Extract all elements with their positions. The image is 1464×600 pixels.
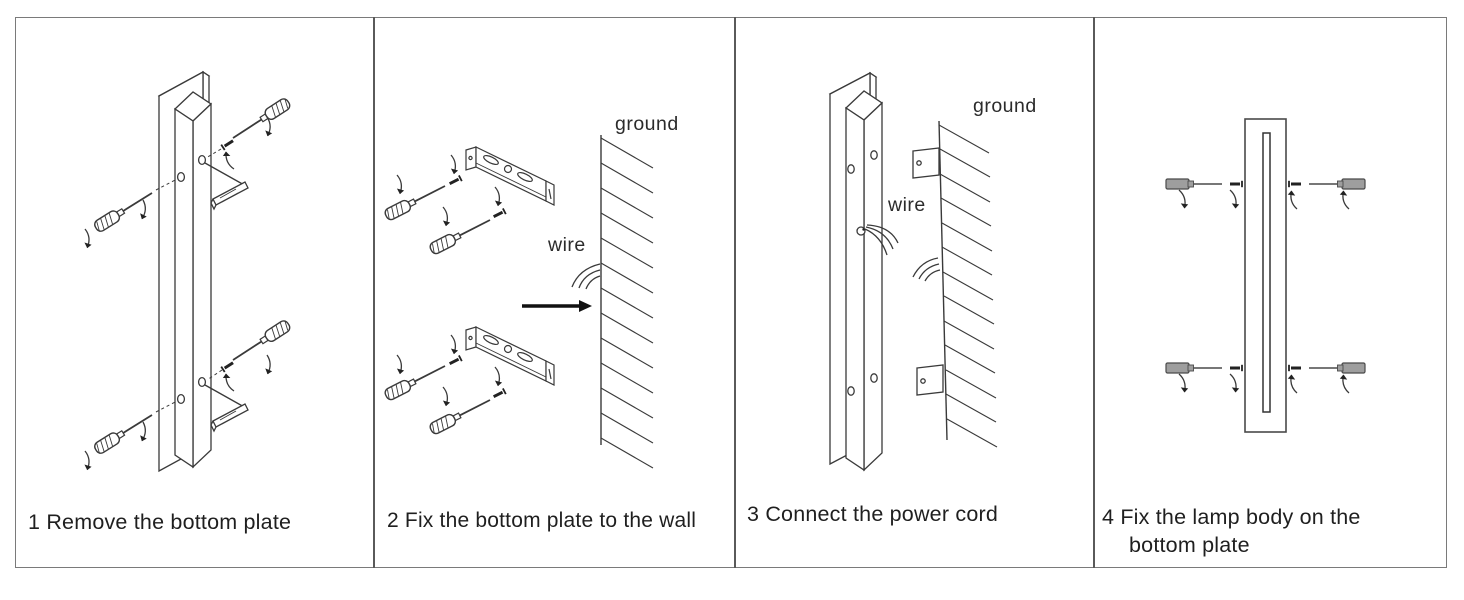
rotate-arrow-icon [1178, 373, 1189, 394]
step3-illustration: ground wire [828, 71, 1037, 472]
wire-label: wire [547, 234, 586, 256]
rotate-arrow-icon [221, 372, 235, 393]
screwdriver [427, 213, 494, 257]
screw [490, 206, 508, 222]
screw [1228, 363, 1244, 373]
screw [219, 358, 237, 374]
rotate-arrow-icon [1287, 373, 1298, 394]
screw [1287, 363, 1303, 373]
bracket-upper [204, 162, 249, 211]
screwdriver [427, 393, 494, 437]
step1-illustration [81, 70, 293, 473]
step3-caption: 3 Connect the power cord [747, 502, 999, 526]
lamp-assembly-isometric [81, 70, 293, 473]
rotate-arrow-icon [1339, 189, 1350, 210]
panel-divider-1 [373, 17, 375, 568]
step4-illustration [1165, 118, 1366, 433]
bracket-lower [204, 384, 249, 433]
sheet-frame [15, 17, 1447, 568]
step1-caption: 1 Remove the bottom plate [28, 510, 292, 534]
rotate-arrow-icon [81, 450, 95, 472]
mounting-bracket-on-wall [912, 147, 944, 396]
rotate-arrow-icon [1339, 373, 1350, 394]
rotate-arrow-icon [1287, 189, 1298, 210]
lamp-assembly-isometric [828, 71, 884, 472]
rotate-arrow-icon [393, 174, 407, 196]
rotate-arrow-icon [81, 228, 95, 250]
screw [446, 353, 464, 369]
mounting-bracket [465, 326, 555, 386]
rotate-arrow-icon [439, 386, 453, 408]
lamp-body-front [1244, 118, 1287, 433]
rotate-arrow-icon [1178, 189, 1189, 210]
screw [1228, 179, 1244, 189]
power-cord-hole [856, 226, 866, 236]
step4-caption-line2: bottom plate [1129, 533, 1250, 557]
rotate-arrow-icon [491, 366, 505, 388]
lamp-body [173, 91, 213, 469]
rotate-arrow-icon [136, 199, 153, 222]
screwdriver [382, 359, 449, 403]
wire-label: wire [887, 194, 926, 216]
screw [219, 136, 237, 152]
wire-from-wall [912, 257, 941, 282]
rotate-arrow-icon [447, 334, 461, 356]
step2-illustration: ground wire [382, 113, 679, 469]
screw [446, 173, 464, 189]
rotate-arrow-icon [439, 206, 453, 228]
wall-hatching [600, 135, 654, 469]
screwdriver [1308, 362, 1366, 374]
rotate-arrow-icon [1229, 189, 1240, 210]
wall-hatching [938, 120, 998, 448]
screwdriver [228, 318, 293, 366]
screwdriver [1165, 362, 1223, 374]
mounting-bracket [465, 146, 555, 206]
rotate-arrow-icon [491, 186, 505, 208]
screwdriver [228, 96, 293, 144]
step2-caption: 2 Fix the bottom plate to the wall [387, 509, 697, 532]
rotate-arrow-icon [1229, 373, 1240, 394]
step4-caption-line1: 4 Fix the lamp body on the [1102, 505, 1361, 529]
power-cord [864, 224, 899, 256]
arrow-right-icon [522, 300, 592, 312]
rotate-arrow-icon [136, 421, 153, 444]
screwdriver [1308, 178, 1366, 190]
rotate-arrow-icon [393, 354, 407, 376]
rotate-arrow-icon [261, 354, 277, 376]
wire-from-wall [571, 263, 601, 290]
panel-divider-3 [1093, 17, 1095, 568]
ground-label: ground [615, 113, 679, 135]
panel-divider-2 [734, 17, 736, 568]
screwdriver [1165, 178, 1223, 190]
screwdriver [382, 179, 449, 223]
ground-label: ground [973, 95, 1037, 117]
rotate-arrow-icon [447, 154, 461, 176]
screw [490, 386, 508, 402]
rotate-arrow-icon [221, 150, 235, 171]
screw [1287, 179, 1303, 189]
